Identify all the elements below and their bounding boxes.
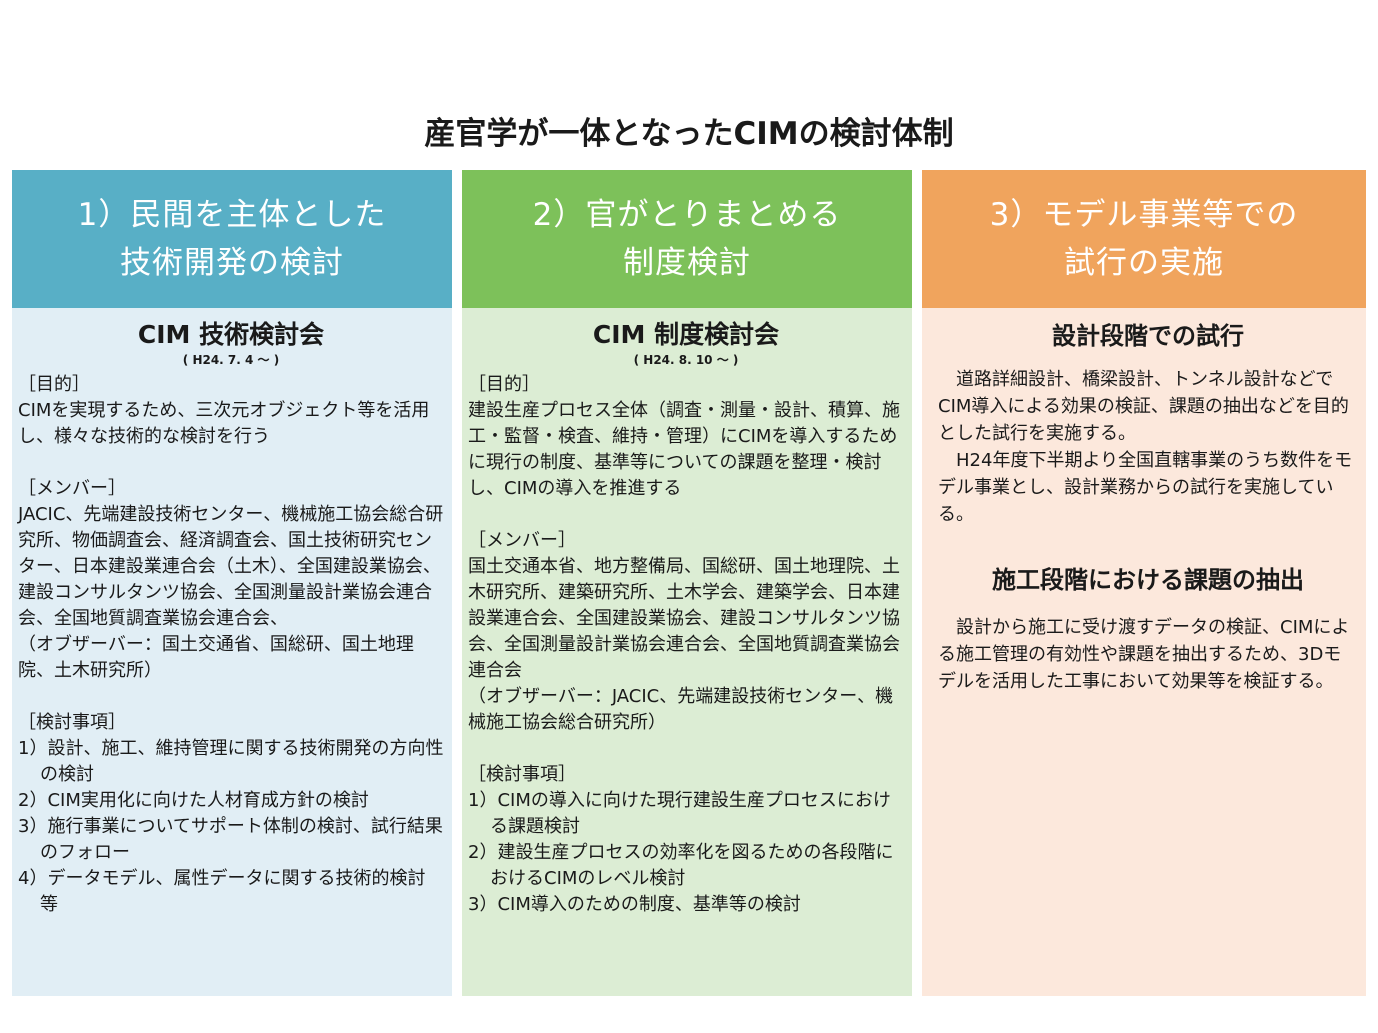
column-header-line2: 制度検討 <box>622 245 751 281</box>
column-header-line2: 試行の実施 <box>1063 245 1224 281</box>
purpose-text: CIMを実現するため、三次元オブジェクト等を活用し、様々な技術的な検討を行う <box>18 400 430 447</box>
column-header-line1: 2）官がとりまとめる <box>532 197 842 233</box>
column-header-line2: 技術開発の検討 <box>119 245 344 281</box>
construction-issues-title: 施工段階における課題の抽出 <box>992 566 1304 594</box>
list-item: 2）CIM実用化に向けた人材育成方針の検討 <box>18 790 369 811</box>
members-section: ［メンバー］ JACIC、先端建設技術センター、機械施工協会総合研究所、物価調査… <box>18 476 444 684</box>
list-item: 3）CIM導入のための制度、基準等の検討 <box>468 894 801 915</box>
column-header: 3）モデル事業等での 試行の実施 <box>922 170 1366 308</box>
design-trial-paragraph: H24年度下半期より全国直轄事業のうち数件をモデル事業とし、設計業務からの試行を… <box>938 450 1353 525</box>
committee-date: ( H24. 8. 10 ～ ) <box>633 353 739 367</box>
items-section: ［検討事項］ 1）CIMの導入に向けた現行建設生産プロセスにおける課題検討 2）… <box>468 762 904 918</box>
column-header: 1）民間を主体とした 技術開発の検討 <box>12 170 452 308</box>
purpose-section: ［目的］ 建設生産プロセス全体（調査・測量・設計、積算、施工・監督・検査、維持・… <box>468 372 904 502</box>
list-item: 1）CIMの導入に向けた現行建設生産プロセスにおける課題検討 <box>468 790 891 837</box>
purpose-label: ［目的］ <box>468 374 540 395</box>
page-title: 産官学が一体となったCIMの検討体制 <box>424 116 954 152</box>
column-tech-development: 1）民間を主体とした 技術開発の検討 CIM 技術検討会 ( H24. 7. 4… <box>12 170 452 996</box>
design-trial-title: 設計段階での試行 <box>1052 322 1244 350</box>
items-label: ［検討事項］ <box>18 712 126 733</box>
members-label: ［メンバー］ <box>468 530 576 551</box>
construction-issues-paragraph: 設計から施工に受け渡すデータの検証、CIMによる施工管理の有効性や課題を抽出する… <box>938 617 1350 692</box>
column-model-trial: 3）モデル事業等での 試行の実施 設計段階での試行 道路詳細設計、橋梁設計、トン… <box>922 170 1366 996</box>
column-header: 2）官がとりまとめる 制度検討 <box>462 170 912 308</box>
column-system-review: 2）官がとりまとめる 制度検討 CIM 制度検討会 ( H24. 8. 10 ～… <box>462 170 912 996</box>
observers-text: （オブザーバー：JACIC、先端建設技術センター、機械施工協会総合研究所） <box>468 686 894 733</box>
purpose-section: ［目的］ CIMを実現するため、三次元オブジェクト等を活用し、様々な技術的な検討… <box>18 372 444 450</box>
list-item: 2）建設生産プロセスの効率化を図るための各段階におけるCIMのレベル検討 <box>468 842 894 889</box>
list-item: 3）施行事業についてサポート体制の検討、試行結果のフォロー <box>18 816 443 863</box>
column-header-line1: 1）民間を主体とした <box>77 197 387 233</box>
committee-name: CIM 制度検討会 <box>592 320 780 349</box>
column-body: CIM 技術検討会 ( H24. 7. 4 ～ ) ［目的］ CIMを実現するた… <box>12 308 452 996</box>
members-section: ［メンバー］ 国土交通本省、地方整備局、国総研、国土地理院、土木研究所、建築研究… <box>468 528 904 736</box>
items-section: ［検討事項］ 1）設計、施工、維持管理に関する技術開発の方向性の検討 2）CIM… <box>18 710 444 918</box>
purpose-text: 建設生産プロセス全体（調査・測量・設計、積算、施工・監督・検査、維持・管理）にC… <box>468 400 900 499</box>
column-body: CIM 制度検討会 ( H24. 8. 10 ～ ) ［目的］ 建設生産プロセス… <box>462 308 912 996</box>
members-label: ［メンバー］ <box>18 478 126 499</box>
items-label: ［検討事項］ <box>468 764 576 785</box>
observers-text: （オブザーバー：国土交通省、国総研、国土地理院、土木研究所） <box>18 634 414 681</box>
column-body: 設計段階での試行 道路詳細設計、橋梁設計、トンネル設計などでCIM導入による効果… <box>922 308 1366 996</box>
members-text: JACIC、先端建設技術センター、機械施工協会総合研究所、物価調査会、経済調査会… <box>18 504 444 629</box>
column-header-line1: 3）モデル事業等での <box>989 197 1299 233</box>
committee-name: CIM 技術検討会 <box>137 320 325 349</box>
committee-date: ( H24. 7. 4 ～ ) <box>182 353 280 367</box>
design-trial-paragraph: 道路詳細設計、橋梁設計、トンネル設計などでCIM導入による効果の検証、課題の抽出… <box>938 369 1349 444</box>
list-item: 4）データモデル、属性データに関する技術的検討 等 <box>18 868 444 915</box>
list-item: 1）設計、施工、維持管理に関する技術開発の方向性の検討 <box>18 738 444 785</box>
members-text: 国土交通本省、地方整備局、国総研、国土地理院、土木研究所、建築研究所、土木学会、… <box>468 556 900 681</box>
purpose-label: ［目的］ <box>18 374 90 395</box>
